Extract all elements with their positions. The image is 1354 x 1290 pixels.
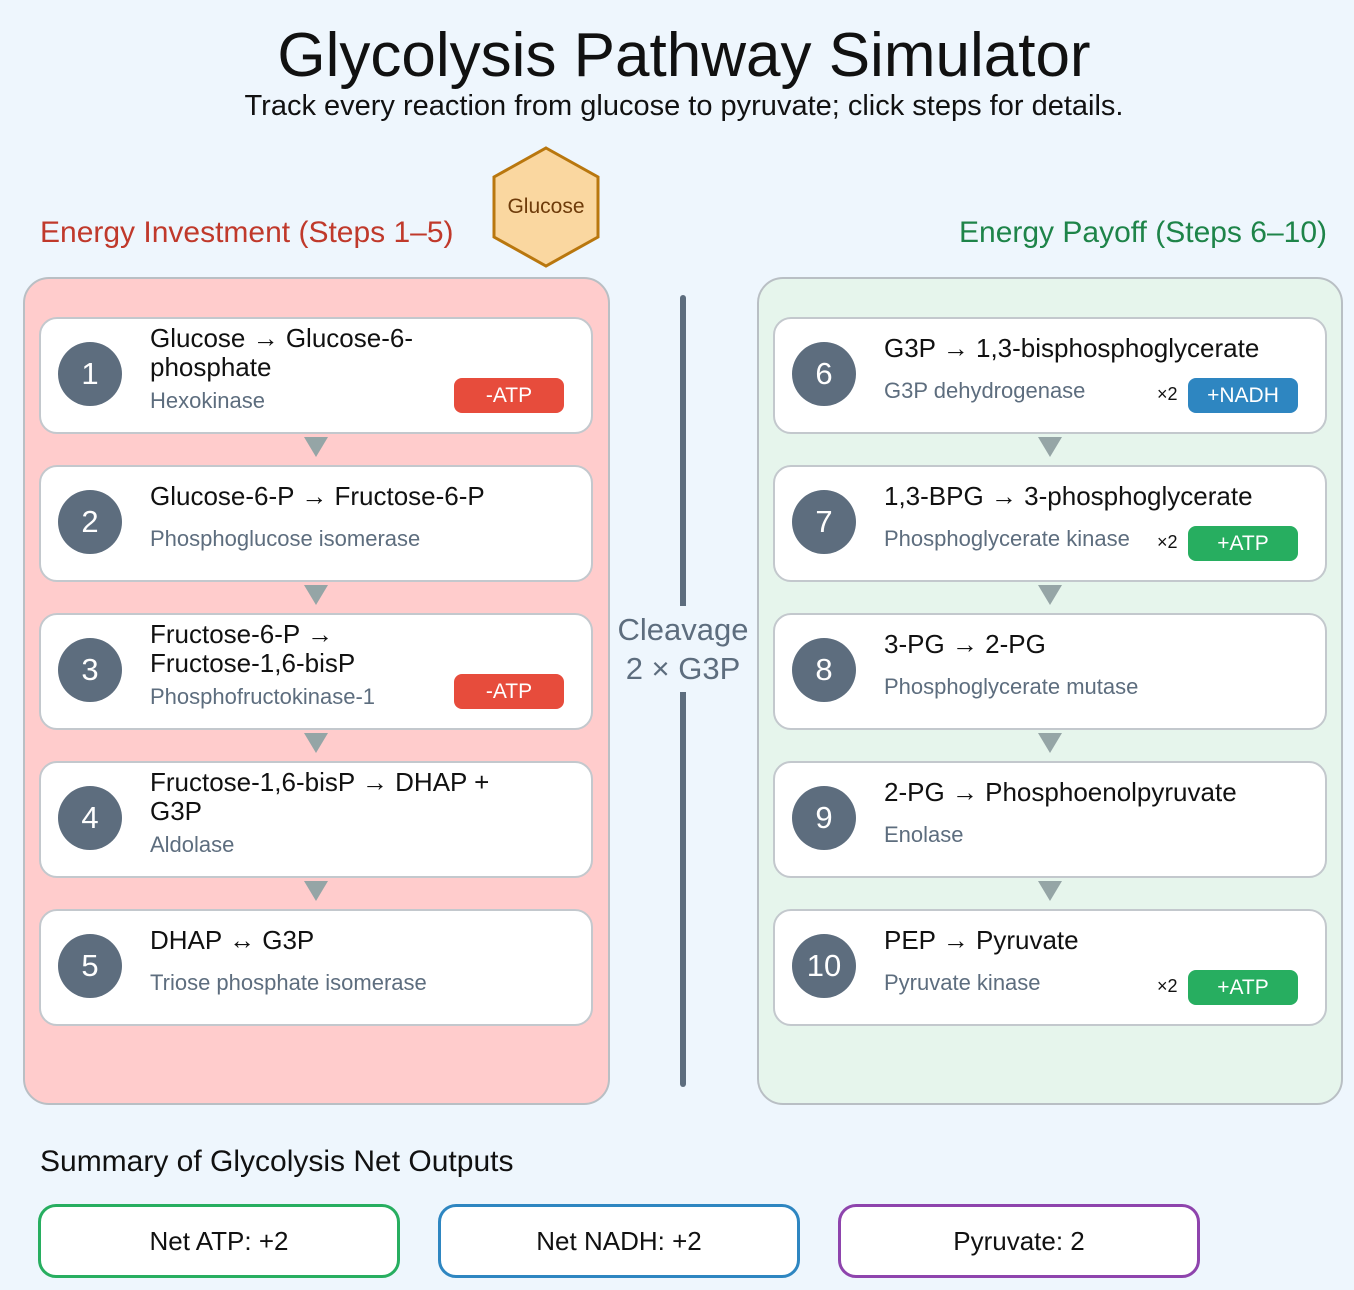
energy-badge: +ATP [1188,970,1298,1005]
multiplier-label: ×2 [1157,976,1178,996]
page-title: Glycolysis Pathway Simulator [277,21,1091,90]
step-number: 1 [58,342,122,406]
step-number: 5 [58,934,122,998]
step-reaction: Glucose → Glucose-6-phosphate [150,323,413,382]
step-enzyme: Hexokinase [150,388,265,413]
step-reaction: Glucose-6-P → Fructose-6-P [150,481,485,511]
step-enzyme: Phosphoglycerate mutase [884,674,1139,699]
step-reaction: G3P → 1,3-bisphosphoglycerate [884,333,1260,363]
cleavage-line1: Cleavage [617,612,749,647]
net-nadh-label: Net NADH: +2 [536,1225,702,1256]
flow-arrow-icon [304,437,328,457]
step-reaction: 1,3-BPG → 3-phosphoglycerate [884,481,1253,511]
flow-arrow-icon [1038,437,1062,457]
flow-arrow-icon [1038,881,1062,901]
investment-phase-title: Energy Investment (Steps 1–5) [40,216,454,249]
flow-arrow-icon [304,585,328,605]
pyruvate-label: Pyruvate: 2 [953,1225,1085,1256]
step-enzyme: Aldolase [150,832,235,857]
step-card-2[interactable]: 2 Glucose-6-P → Fructose-6-P Phosphoglucos… [39,465,593,582]
cleavage-line2: 2 × G3P [625,651,741,686]
step-number: 10 [792,934,856,998]
flow-arrow-icon [304,881,328,901]
net-atp-label: Net ATP: +2 [149,1225,289,1256]
step-enzyme: Pyruvate kinase [884,970,1041,995]
step-card-4[interactable]: 4 Fructose-1,6-bisP → DHAP + G3P Aldolase [39,761,593,878]
step-number: 2 [58,490,122,554]
step-number: 4 [58,786,122,850]
step-reaction: 2-PG → Phosphoenolpyruvate [884,777,1237,807]
multiplier-label: ×2 [1157,532,1178,552]
flow-arrow-icon [1038,585,1062,605]
flow-arrow-icon [1038,733,1062,753]
step-enzyme: Triose phosphate isomerase [150,970,427,995]
summary-title: Summary of Glycolysis Net Outputs [40,1145,514,1178]
cleavage-label: Cleavage 2 × G3P [613,606,753,692]
energy-badge: +NADH [1188,378,1298,413]
page-subtitle: Track every reaction from glucose to pyr… [244,90,1124,122]
multiplier-label: ×2 [1157,384,1178,404]
step-number: 6 [792,342,856,406]
step-enzyme: Enolase [884,822,964,847]
step-enzyme: Phosphoglycerate kinase [884,526,1130,551]
energy-badge: -ATP [454,378,564,413]
net-nadh-box: Net NADH: +2 [438,1204,800,1278]
step-number: 3 [58,638,122,702]
energy-badge: -ATP [454,674,564,709]
pyruvate-box: Pyruvate: 2 [838,1204,1200,1278]
glucose-hexagon-icon: Glucose [492,146,600,268]
step-number: 8 [792,638,856,702]
step-number: 9 [792,786,856,850]
step-enzyme: Phosphoglucose isomerase [150,526,421,551]
payoff-phase-title: Energy Payoff (Steps 6–10) [959,216,1327,249]
step-enzyme: G3P dehydrogenase [884,378,1086,403]
step-card-8[interactable]: 8 3-PG → 2-PG Phosphoglycerate mutase [773,613,1327,730]
step-reaction: Fructose-6-P → Fructose-1,6-bisP [150,619,356,678]
step-enzyme: Phosphofructokinase-1 [150,684,376,709]
step-card-5[interactable]: 5 DHAP ↔ G3P Triose phosphate isomerase [39,909,593,1026]
net-atp-box: Net ATP: +2 [38,1204,400,1278]
energy-badge: +ATP [1188,526,1298,561]
step-reaction: Fructose-1,6-bisP → DHAP + G3P [150,767,490,826]
step-reaction: PEP → Pyruvate [884,925,1079,955]
flow-arrow-icon [304,733,328,753]
step-reaction: 3-PG → 2-PG [884,629,1046,659]
step-number: 7 [792,490,856,554]
glucose-label: Glucose [507,195,584,218]
step-card-3[interactable]: 3 Fructose-6-P → Fructose-1,6-bisP Phospho… [39,613,593,730]
step-reaction: DHAP ↔ G3P [150,925,315,955]
